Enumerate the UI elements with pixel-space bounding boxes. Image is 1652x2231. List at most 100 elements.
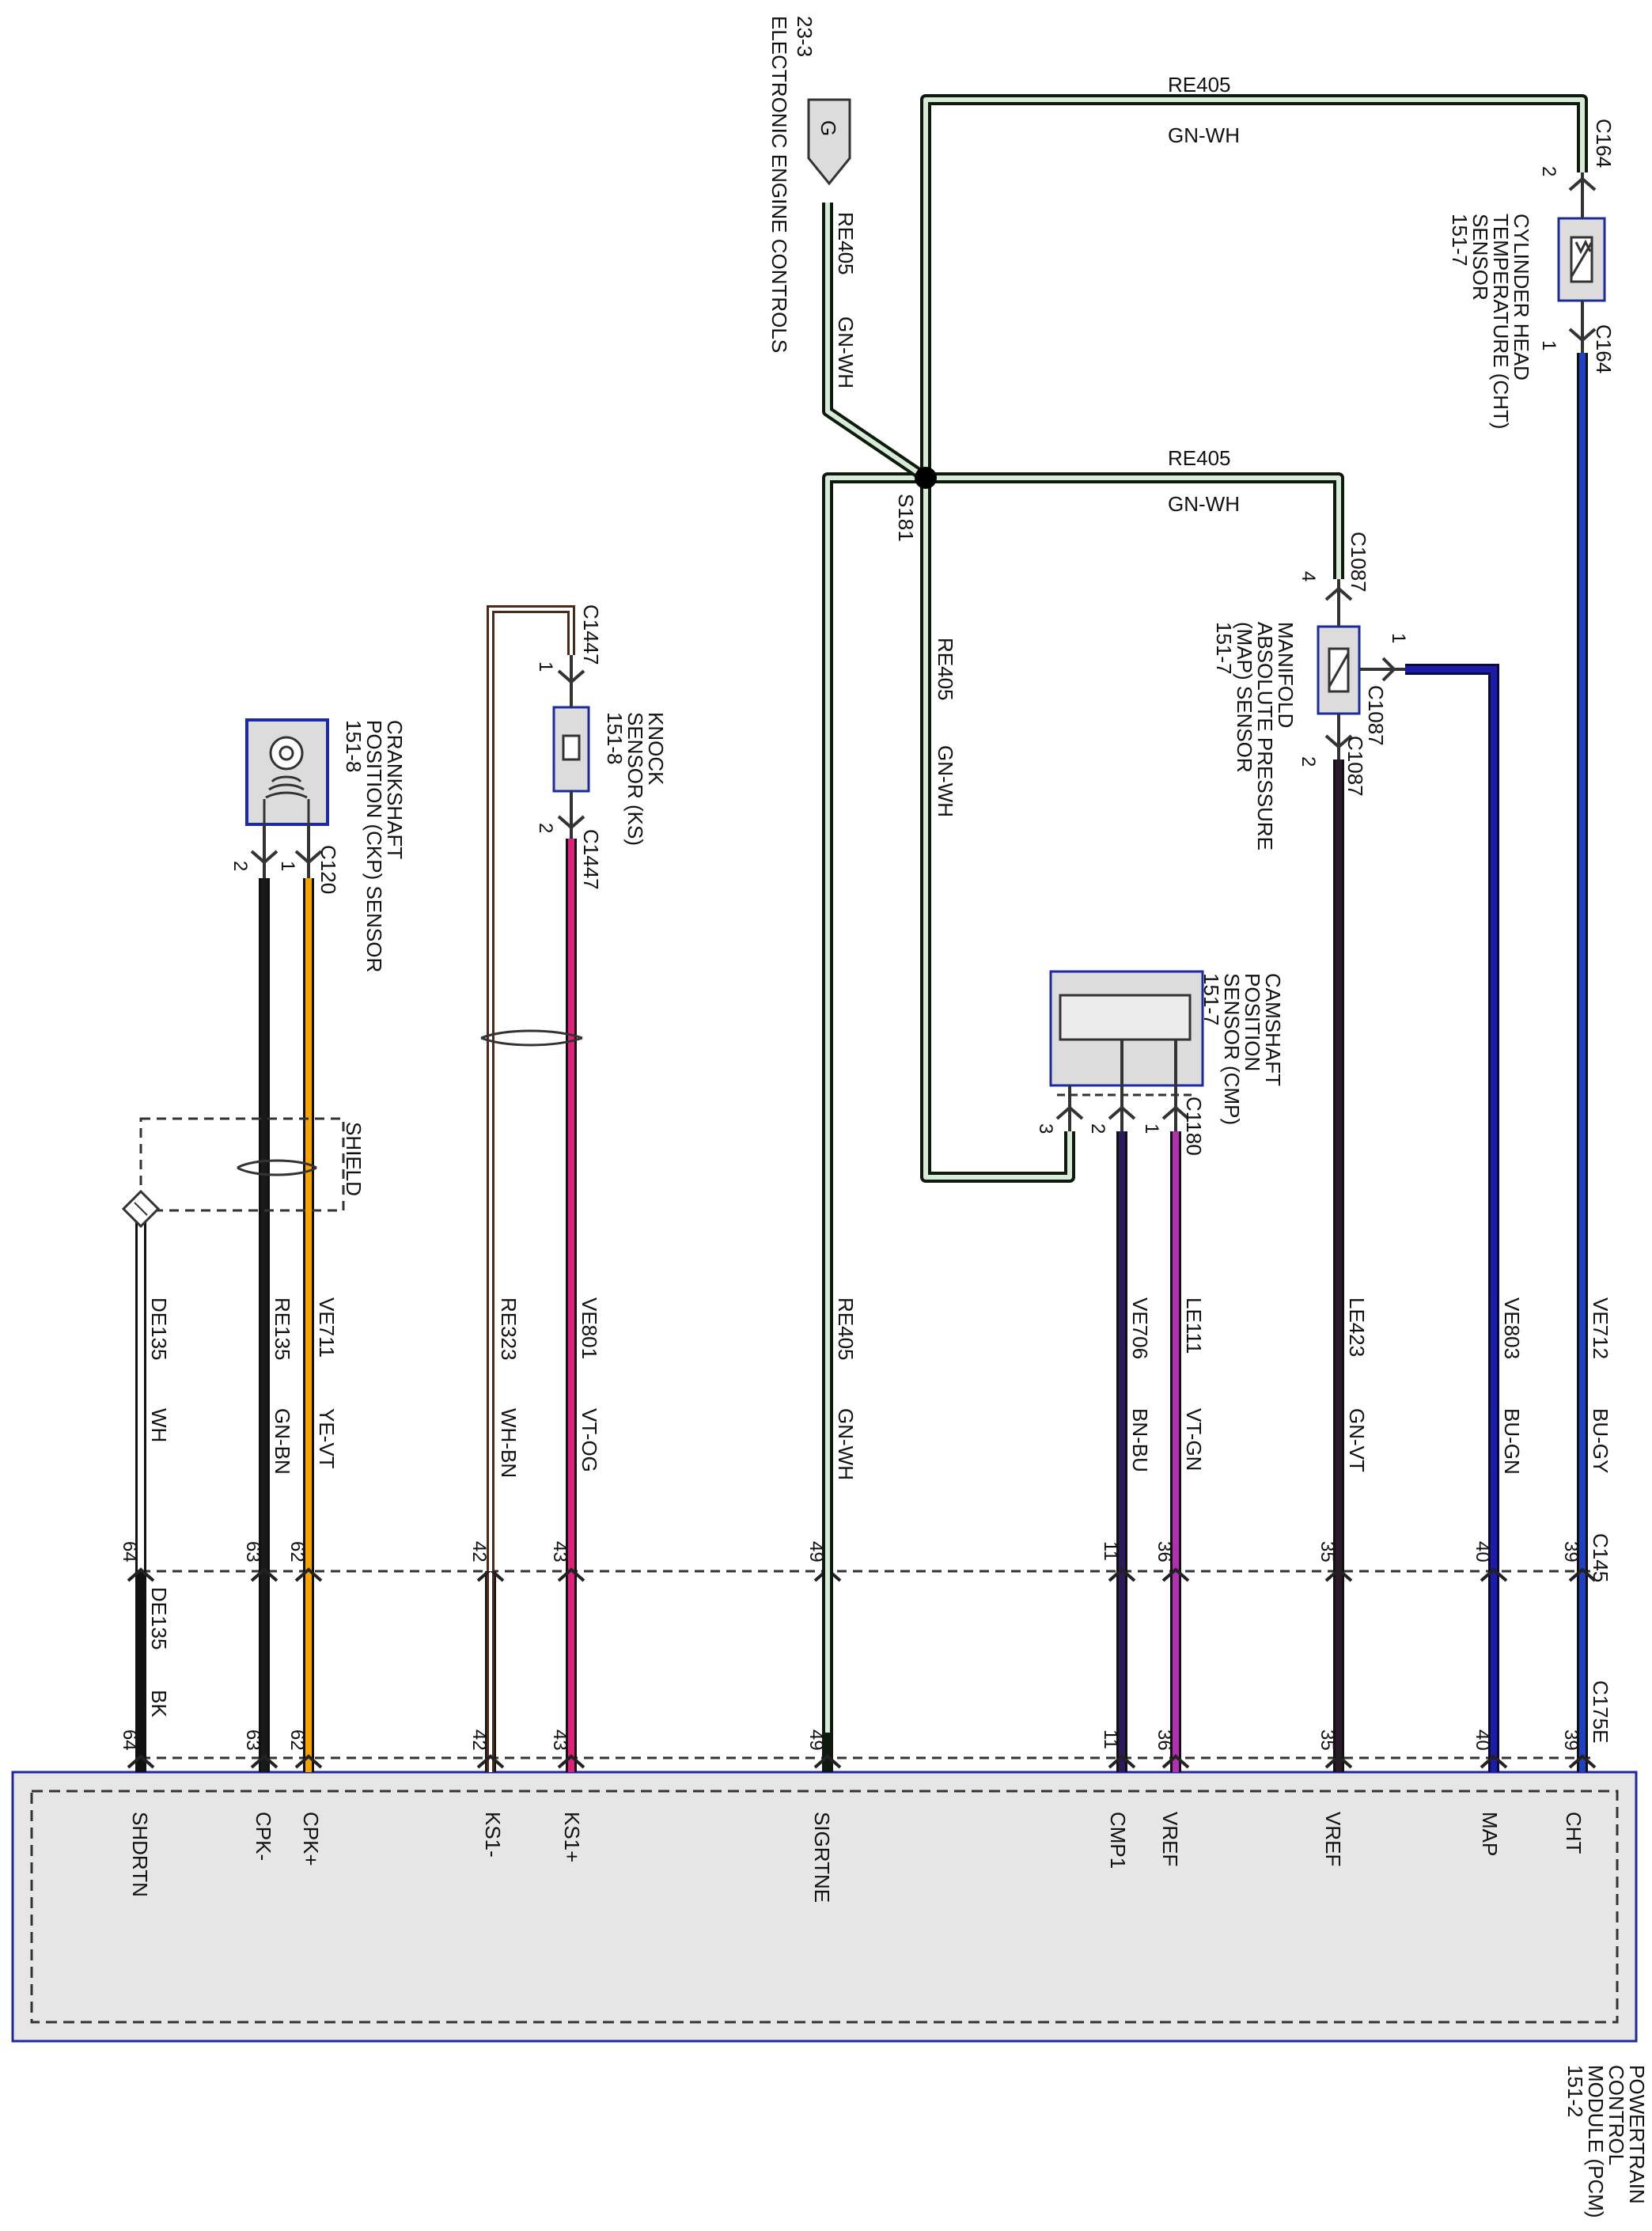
pcm-pin-shdrtn: SHDRTN bbox=[128, 1812, 152, 1897]
knock-sensor: 1 2 C1447 C1447 KNOCK SENSOR (KS) 151-8 bbox=[480, 604, 668, 1571]
wire-pin-number: 39 bbox=[1560, 1541, 1582, 1562]
eec-ref-number: 23-3 bbox=[793, 16, 817, 57]
pcm-title-line-4: 151-2 bbox=[1563, 2065, 1587, 2118]
wire-color-label: VT-OG bbox=[578, 1408, 601, 1472]
harness-label-vert-circuit: RE405 bbox=[934, 638, 957, 701]
ckp-connector: C120 bbox=[316, 845, 340, 894]
map-pin-2: 2 bbox=[1298, 756, 1319, 767]
eec-reference: G 23-3 ELECTRONIC ENGINE CONTROLS bbox=[767, 16, 851, 353]
wire-pin-number: 11 bbox=[1100, 1541, 1121, 1561]
ckp-label-2: POSITION (CKP) SENSOR bbox=[362, 720, 386, 972]
pcm-title: POWERTRAIN CONTROL MODULE (PCM) 151-2 bbox=[1563, 2065, 1649, 2218]
wire-circuit-label: LE111 bbox=[1182, 1297, 1206, 1354]
harness-label-top-color: GN-WH bbox=[1168, 123, 1240, 147]
splice-s181-label: S181 bbox=[894, 494, 918, 542]
cht-label-4: 151-7 bbox=[1448, 214, 1472, 267]
pcm-pin-vref-1: VREF bbox=[1158, 1812, 1182, 1866]
wire-circuit-label: LE423 bbox=[1345, 1297, 1369, 1357]
wire-color-label: WH-BN bbox=[497, 1408, 521, 1478]
wire-circuit-label: RE323 bbox=[497, 1297, 521, 1361]
cmp-label-4: 151-7 bbox=[1199, 973, 1223, 1026]
pcm-title-line-2: CONTROL bbox=[1605, 2065, 1628, 2165]
pcm-pin-ks1-plus: KS1+ bbox=[560, 1812, 584, 1862]
cht-pin-1: 1 bbox=[1538, 340, 1559, 350]
eec-label: ELECTRONIC ENGINE CONTROLS bbox=[767, 16, 791, 353]
wire-color-label: GN-VT bbox=[1345, 1408, 1369, 1472]
wire-color-label: VT-GN bbox=[1182, 1408, 1206, 1471]
wire-circuit-label: RE135 bbox=[271, 1297, 294, 1361]
ks-pin-2: 2 bbox=[535, 823, 556, 833]
wire-pin-number: 62 bbox=[286, 1541, 308, 1562]
wire-lower-circuit-label: DE135 bbox=[147, 1587, 171, 1650]
harness-label-mid-circuit: RE405 bbox=[1168, 446, 1231, 470]
cmp-pin-3: 3 bbox=[1035, 1123, 1056, 1134]
wire-pin-number: 35 bbox=[1317, 1729, 1338, 1751]
harness-label-top-circuit: RE405 bbox=[1168, 73, 1231, 97]
map-pin-4: 4 bbox=[1298, 571, 1319, 581]
pcm-pin-cmp1: CMP1 bbox=[1106, 1812, 1130, 1869]
pcm-pin-labels: SHDRTN CPK- CPK+ KS1- KS1+ SIGRTNE CMP1 … bbox=[128, 1812, 1586, 1903]
wire-pin-number: 42 bbox=[468, 1729, 490, 1751]
wire-pin-number: 42 bbox=[468, 1541, 490, 1562]
pcm-title-line-3: MODULE (PCM) bbox=[1584, 2065, 1608, 2218]
cht-label-3: SENSOR bbox=[1468, 214, 1492, 301]
map-connector-right: C1087 bbox=[1364, 685, 1388, 746]
ckp-label-3: 151-8 bbox=[342, 720, 366, 773]
harness-label-eec-circuit: RE405 bbox=[834, 212, 858, 275]
wire-pin-number: 63 bbox=[242, 1729, 263, 1751]
wire-pin-number: 36 bbox=[1154, 1541, 1175, 1562]
pcm-pin-vref-2: VREF bbox=[1321, 1812, 1345, 1866]
c145-label: C145 bbox=[1589, 1533, 1612, 1582]
wire-pin-number: 43 bbox=[549, 1541, 570, 1562]
cmp-sensor: 3 2 1 C1180 CAMSHAFT POSITION SENSOR (CM… bbox=[1035, 970, 1285, 1156]
wire-color-label: BU-GY bbox=[1589, 1408, 1612, 1473]
cht-connector-bottom: C164 bbox=[1592, 324, 1616, 373]
wire-circuit-label: RE405 bbox=[834, 1297, 858, 1361]
map-label-1: MANIFOLD bbox=[1274, 622, 1298, 728]
ckp-label-1: CRANKSHAFT bbox=[383, 720, 407, 859]
wire-color-label: BU-GN bbox=[1500, 1408, 1524, 1475]
wire-pin-number: 40 bbox=[1472, 1541, 1493, 1562]
cht-label-1: CYLINDER HEAD bbox=[1510, 214, 1533, 381]
wire-circuit-label: VE801 bbox=[578, 1297, 601, 1359]
ks-connector-top: C1447 bbox=[579, 604, 603, 665]
map-label-3: (MAP) SENSOR bbox=[1233, 622, 1256, 773]
wire-lower-color-label: BK bbox=[147, 1690, 171, 1718]
cmp-pin-2: 2 bbox=[1087, 1123, 1108, 1134]
map-sensor: 4 1 2 C1087 C1087 C1087 MANIFOLD ABSOLUT… bbox=[1212, 532, 1409, 850]
pcm-pin-sigrtne: SIGRTNE bbox=[810, 1812, 834, 1903]
pcm-pin-cpk-minus: CPK- bbox=[252, 1812, 275, 1861]
ckp-pin-2: 2 bbox=[229, 861, 251, 871]
shield-box bbox=[139, 1117, 345, 1212]
map-label-2: ABSOLUTE PRESSURE bbox=[1253, 622, 1277, 850]
map-label-4: 151-7 bbox=[1212, 622, 1236, 675]
map-connector-bottom: C1087 bbox=[1343, 736, 1367, 797]
wire-pin-number: 39 bbox=[1560, 1729, 1582, 1751]
pcm-pin-cpk-plus: CPK+ bbox=[299, 1812, 323, 1866]
wire-circuit-label: VE712 bbox=[1589, 1297, 1612, 1359]
ckp-pin-1: 1 bbox=[277, 861, 298, 871]
gear-icon bbox=[269, 736, 304, 771]
wire-circuit-label: VE803 bbox=[1500, 1297, 1524, 1359]
wire-color-label: YE-VT bbox=[315, 1408, 339, 1469]
map-connector-top: C1087 bbox=[1347, 532, 1370, 593]
cmp-connector: C1180 bbox=[1182, 1097, 1206, 1156]
wire-circuit-label: DE135 bbox=[147, 1297, 171, 1361]
cht-pin-2: 2 bbox=[1538, 166, 1559, 176]
re405-harness bbox=[822, 94, 1588, 1733]
wire-pin-number: 64 bbox=[119, 1541, 140, 1562]
cmp-label-2: POSITION bbox=[1241, 973, 1264, 1071]
wire-color-label: BN-BU bbox=[1128, 1408, 1152, 1472]
wire-circuit-label: VE711 bbox=[315, 1297, 339, 1358]
wire-color-label: GN-WH bbox=[834, 1408, 858, 1480]
